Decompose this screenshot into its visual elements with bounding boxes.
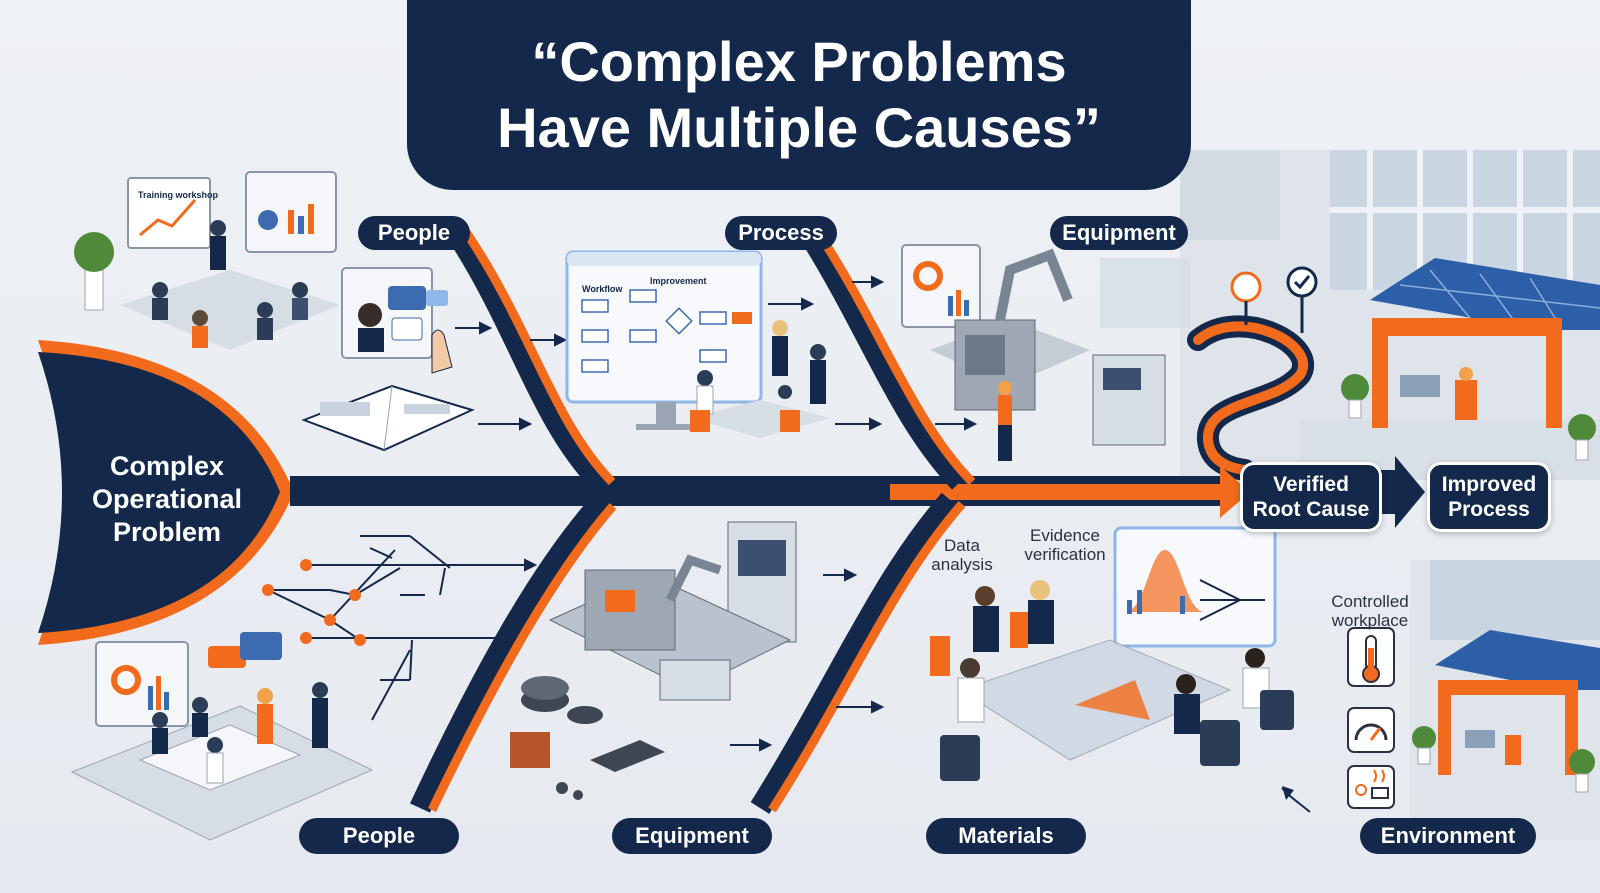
factory-backdrop xyxy=(1180,150,1600,840)
head-line-1: Complex xyxy=(109,451,225,481)
controlled-workplace-label: Controlled workplace xyxy=(1320,592,1420,630)
improved-process-box: Improved Process xyxy=(1427,462,1551,532)
rib-top-process xyxy=(798,226,976,490)
head-line-2: Operational xyxy=(91,484,243,514)
online-chat-scene xyxy=(341,267,453,374)
verified-root-cause-box: Verified Root Cause xyxy=(1240,462,1382,532)
solar-canopy-lower xyxy=(1435,630,1600,775)
team-meeting-scene xyxy=(70,632,374,841)
data-analysis-label: Data analysis xyxy=(922,536,1002,574)
improved-line-2: Process xyxy=(1448,498,1530,521)
training-workshop-caption: Training workshop xyxy=(138,190,219,200)
category-equipment-bottom: Equipment xyxy=(612,818,772,854)
category-environment: Environment xyxy=(1360,818,1536,854)
problem-head-label: Complex Operational Problem xyxy=(62,450,272,549)
arrow-to-improved xyxy=(1375,456,1425,528)
heat-ventilation-icon xyxy=(1347,765,1395,809)
manufacturing-line-scene xyxy=(510,521,797,800)
controlled-line-1: Controlled xyxy=(1331,592,1409,611)
rib-bottom-equipment xyxy=(750,492,966,814)
thermometer-icon xyxy=(1347,627,1395,687)
data-line-2: analysis xyxy=(931,555,993,574)
verified-line-1: Verified xyxy=(1273,473,1349,496)
plant-icon xyxy=(1341,374,1596,793)
rib-bottom-people xyxy=(410,492,617,813)
evidence-line-1: Evidence xyxy=(1030,526,1100,545)
fishbone-head-shape xyxy=(38,340,294,645)
title-line-2: Have Multiple Causes” xyxy=(497,96,1101,159)
category-materials: Materials xyxy=(926,818,1086,854)
verified-line-2: Root Cause xyxy=(1252,498,1370,521)
sub-cause-arrows xyxy=(455,275,978,752)
network-graph xyxy=(267,535,538,721)
check-pin-icon xyxy=(1286,266,1318,333)
category-people-bottom: People xyxy=(299,818,459,854)
category-process: Process xyxy=(725,216,837,250)
manual-book xyxy=(301,384,475,452)
evidence-verification-label: Evidence verification xyxy=(1010,526,1120,564)
workflow-side-caption: Workflow xyxy=(582,284,623,294)
category-people-top: People xyxy=(358,216,470,250)
equipment-top-scene xyxy=(901,244,1190,461)
category-equipment-top: Equipment xyxy=(1050,216,1188,250)
map-pin-icon xyxy=(1230,271,1262,325)
process-team xyxy=(690,320,830,438)
title-line-1: “Complex Problems xyxy=(531,30,1067,93)
data-line-1: Data xyxy=(944,536,980,555)
improved-line-1: Improved xyxy=(1441,473,1537,496)
arrow-environment xyxy=(1282,786,1294,800)
rib-top-people xyxy=(446,225,616,490)
workflow-monitor xyxy=(565,250,763,430)
controlled-line-2: workplace xyxy=(1331,611,1409,630)
network-nodes xyxy=(262,559,366,646)
main-spine xyxy=(290,466,1250,518)
solar-canopy-upper xyxy=(1370,258,1600,428)
analysis-meeting-scene xyxy=(930,526,1294,781)
training-workshop-scene xyxy=(74,171,340,350)
gauge-icon xyxy=(1347,707,1395,753)
head-line-3: Problem xyxy=(112,517,222,547)
title-banner: “Complex Problems Have Multiple Causes” xyxy=(407,0,1191,190)
winding-road xyxy=(1187,315,1314,481)
evidence-line-2: verification xyxy=(1024,545,1106,564)
workflow-monitor-caption: Improvement xyxy=(650,276,707,286)
